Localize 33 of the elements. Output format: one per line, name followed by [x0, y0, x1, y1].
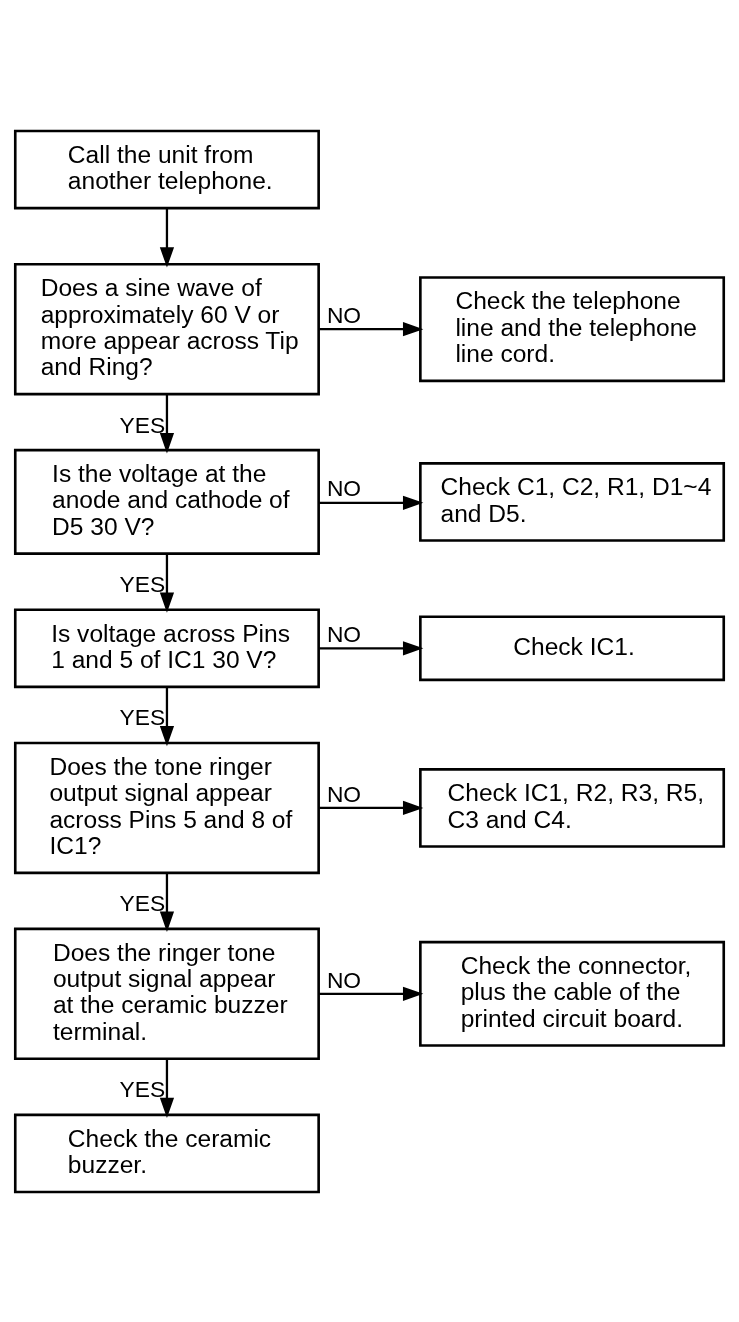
node-box: Check IC1, R2, R3, R5, C3 and C4.: [419, 767, 726, 848]
node-box: Is the voltage at the anode and cathode of D5 30 V?: [13, 448, 320, 555]
node-box: Is voltage across Pins 1 and 5 of IC1 30 V?: [13, 607, 320, 688]
edge-label: NO: [326, 474, 362, 501]
edge-label: YES: [119, 570, 166, 597]
arrow: [318, 986, 424, 1001]
node-box: Check the connector, plus the cable of the printed circuit board.: [419, 940, 726, 1047]
arrow: [318, 800, 424, 815]
arrow: [318, 321, 424, 336]
edge-label: NO: [326, 966, 362, 993]
node-box: Does the ringer tone output signal appear at the ceramic buzzer terminal.: [13, 927, 320, 1060]
arrow: [159, 686, 175, 746]
node-box: Check IC1.: [419, 614, 726, 681]
node-box: Check the ceramic buzzer.: [13, 1113, 320, 1193]
arrow: [159, 1058, 175, 1118]
node-box: Does a sine wave of approximately 60 V or more appear across Tip and Ring?: [13, 262, 320, 395]
arrow: [318, 495, 424, 510]
arrow: [318, 640, 424, 655]
arrow: [159, 872, 175, 932]
node-box: Call the unit from another telephone.: [13, 129, 320, 209]
arrow: [159, 207, 175, 268]
node-box: Check C1, C2, R1, D1~4 and D5.: [419, 461, 726, 542]
edge-label: NO: [326, 620, 362, 647]
edge-label: NO: [326, 780, 362, 807]
node-box: Does the tone ringer output signal appear across Pins 5 and 8 of IC1?: [13, 741, 320, 874]
edge-label: YES: [119, 411, 166, 438]
arrow: [159, 394, 175, 453]
edge-label: NO: [326, 301, 362, 328]
arrow: [159, 553, 175, 613]
edge-label: YES: [119, 1075, 166, 1102]
node-box: Check the telephone line and the telephone line cord.: [419, 275, 726, 382]
edge-label: YES: [119, 889, 166, 916]
edge-label: YES: [119, 703, 166, 730]
